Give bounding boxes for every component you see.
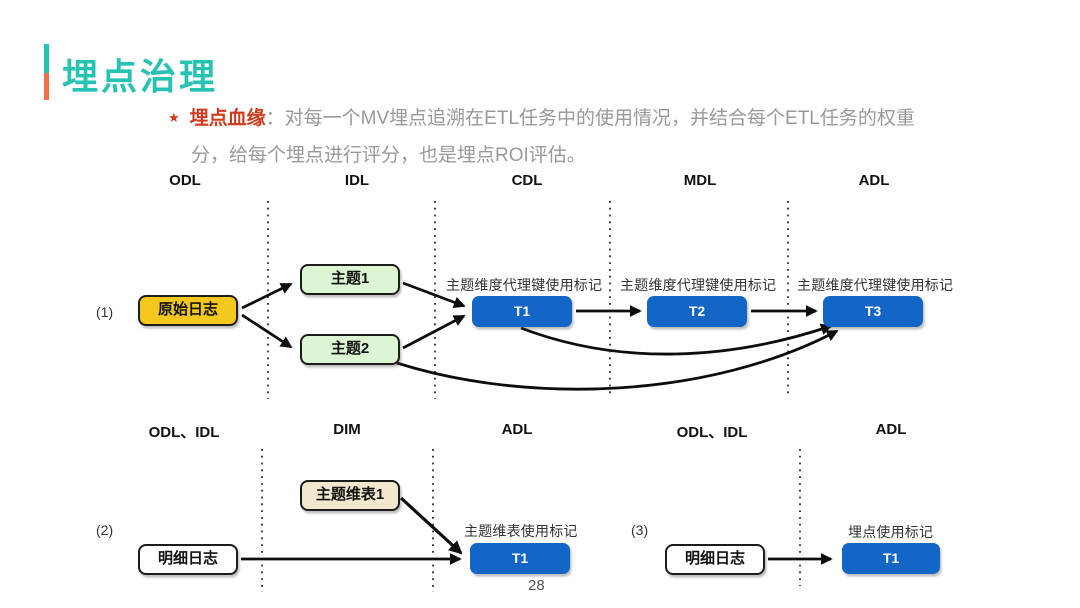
d1-column-header-cdl: CDL: [511, 172, 543, 189]
star-bullet-icon: ★: [168, 110, 180, 125]
d2-column-header-adl: ADL: [501, 421, 533, 438]
d1-node-t3: T3: [823, 296, 923, 327]
d3-annotation: 埋点使用标记: [848, 524, 934, 540]
d1-node-raw-log: 原始日志: [138, 295, 238, 326]
arrow-source-to-topic2: [241, 313, 293, 349]
d3-node-detail-log: 明细日志: [665, 544, 765, 575]
d1-column-header-odl: ODL: [169, 172, 201, 189]
d2-column-header-dim: DIM: [333, 421, 361, 438]
arrow-topic1-to-t1: [402, 281, 466, 308]
d2-node-t1: T1: [470, 543, 570, 574]
d3-node-t1: T1: [842, 543, 940, 574]
arrow-source-to-topic1: [241, 282, 293, 310]
arrow-topic2-to-t1: [402, 314, 466, 350]
d1-node-t2: T2: [647, 296, 747, 327]
d3-column-header-adl: ADL: [875, 421, 907, 438]
d2-annotation: 主题维表使用标记: [464, 523, 578, 539]
d1-node-topic1: 主题1: [300, 264, 400, 295]
bullet-text-1: ：对每一个MV埋点追溯在ETL任务中的使用情况，并结合每个ETL任务的权重: [265, 108, 915, 129]
arrow-dimtable-to-t1-d2: [399, 496, 463, 555]
title-accent-bar: [44, 44, 49, 100]
d1-column-header-idl: IDL: [344, 172, 370, 189]
bullet-text-2: 分，给每个埋点进行评分，也是埋点ROI评估。: [191, 145, 586, 166]
d1-node-t1: T1: [472, 296, 572, 327]
bullet-line-1: ★ 埋点血缘：对每一个MV埋点追溯在ETL任务中的使用情况，并结合每个ETL任务的…: [168, 103, 915, 130]
d1-node-topic2: 主题2: [300, 334, 400, 365]
d2-index-label: (2): [96, 522, 114, 538]
page-number: 28: [528, 577, 545, 594]
d1-annotation-t3: 主题维度代理键使用标记: [797, 277, 954, 293]
d3-index-label: (3): [631, 522, 649, 538]
d1-column-header-adl: ADL: [858, 172, 890, 189]
d1-index-label: (1): [96, 304, 114, 320]
d2-node-detail-log: 明细日志: [138, 544, 238, 575]
curved-arrow-t1-to-t3: [520, 323, 833, 356]
d2-column-header-odl-idl: ODL、IDL: [148, 424, 220, 441]
d1-annotation-t1: 主题维度代理键使用标记: [446, 277, 603, 293]
d1-annotation-t2: 主题维度代理键使用标记: [620, 277, 777, 293]
d1-column-header-mdl: MDL: [683, 172, 717, 189]
d2-node-dim-table: 主题维表1: [300, 480, 400, 511]
page-title: 埋点治理: [62, 56, 219, 97]
accent-orange-segment: [44, 73, 49, 100]
bullet-term: 埋点血缘: [189, 108, 266, 129]
accent-teal-segment: [44, 44, 49, 73]
d3-column-header-odl-idl: ODL、IDL: [676, 424, 748, 441]
curved-arrow-topic2-to-t3: [396, 329, 839, 391]
